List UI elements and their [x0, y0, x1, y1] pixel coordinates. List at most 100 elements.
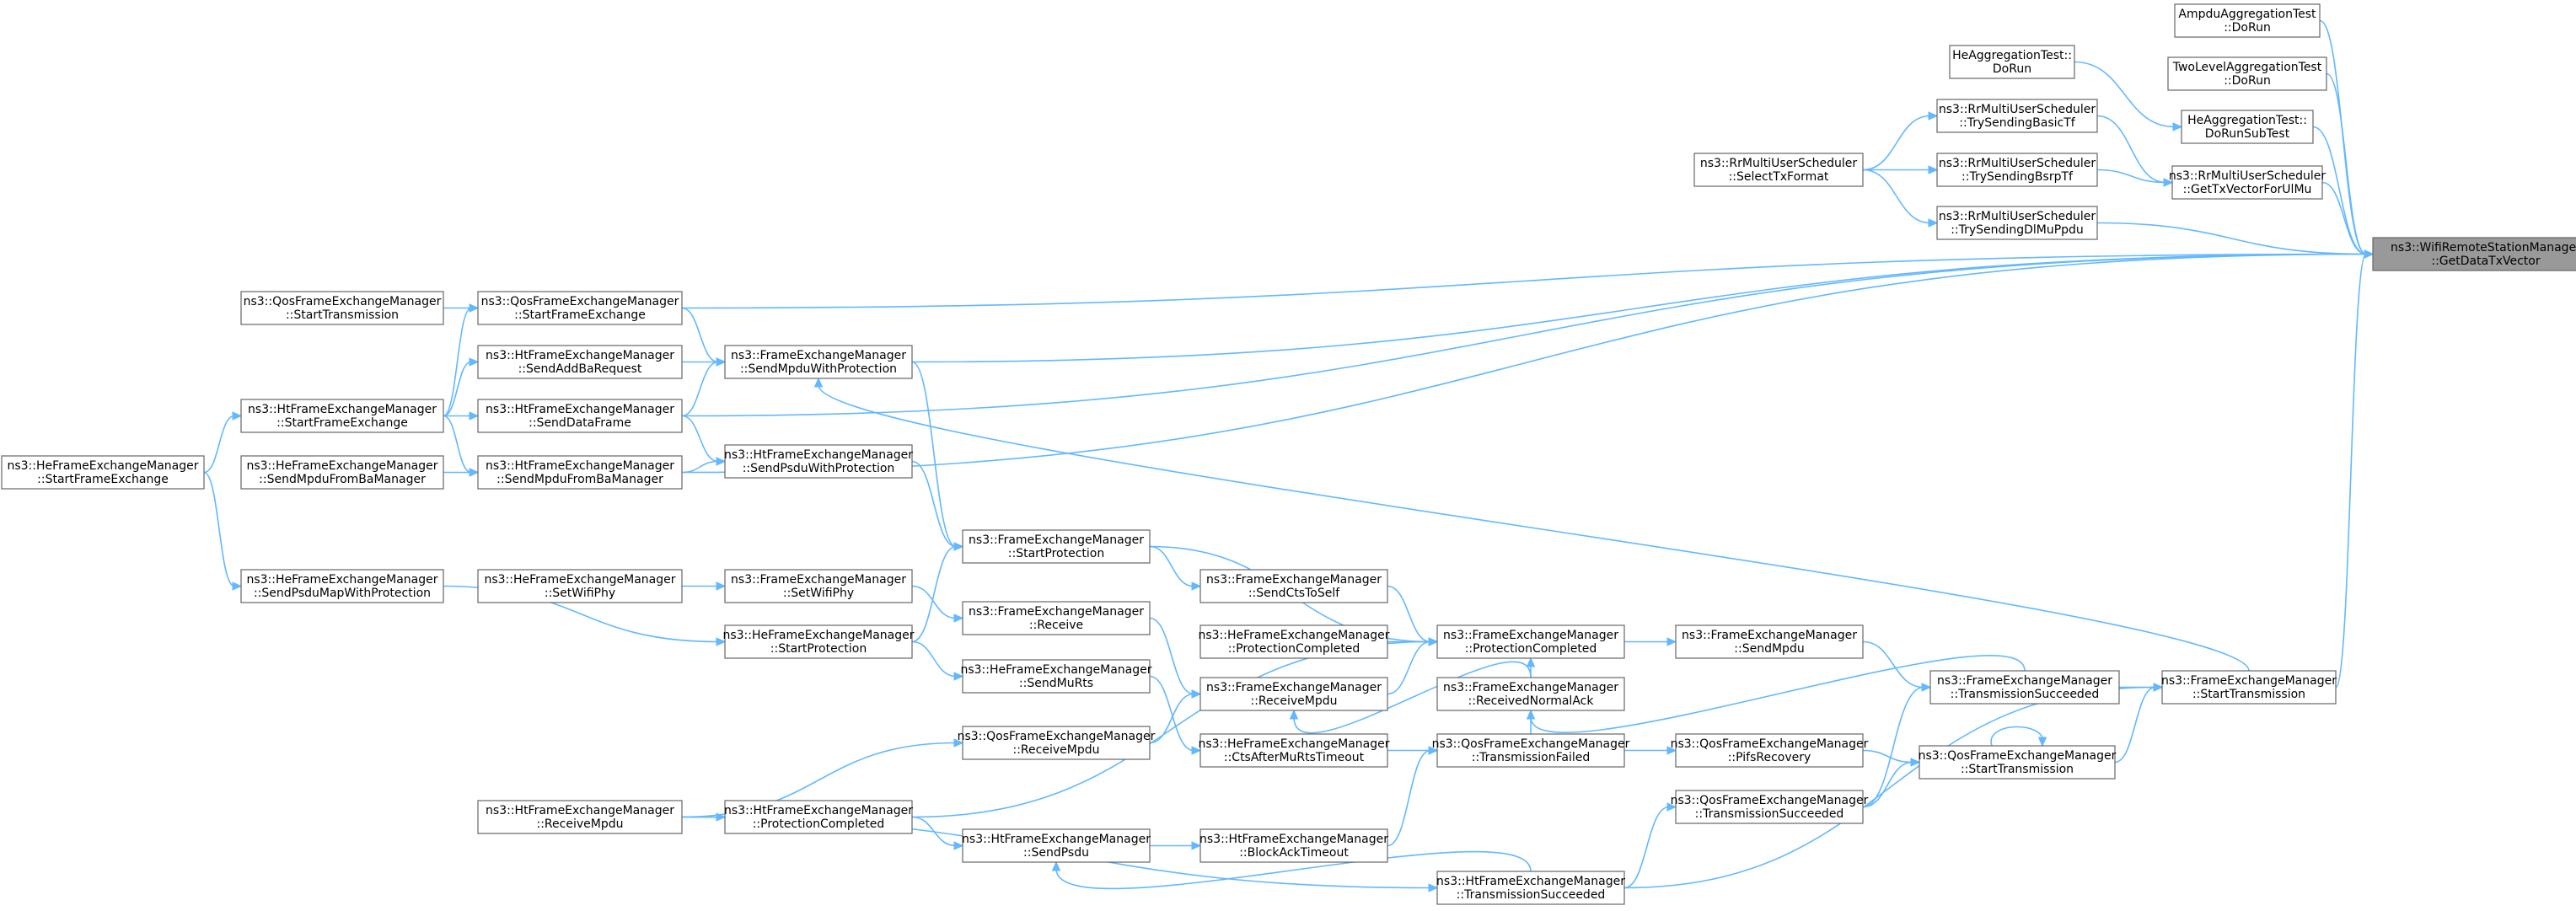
root-function-node[interactable]: ns3::WifiRemoteStationManager::GetDataTx…	[2372, 237, 2576, 271]
function-node[interactable]: ns3::FrameExchangeManager::ProtectionCom…	[1436, 624, 1625, 659]
call-edge	[1055, 850, 1532, 890]
function-node[interactable]: ns3::FrameExchangeManager::TransmissionS…	[1929, 670, 2120, 705]
node-label-class: ns3::HeFrameExchangeManager	[246, 573, 437, 587]
function-node[interactable]: ns3::HtFrameExchangeManager::SendDataFra…	[477, 399, 683, 433]
function-node[interactable]: ns3::QosFrameExchangeManager::StartFrame…	[477, 291, 683, 325]
function-node[interactable]: ns3::HtFrameExchangeManager::SendMpduFro…	[477, 455, 683, 490]
function-node[interactable]: ns3::FrameExchangeManager::SetWifiPhy	[724, 569, 913, 603]
function-node[interactable]: ns3::FrameExchangeManager::ReceiveMpdu	[1199, 677, 1388, 711]
node-label-method: ::GetTxVectorForUlMu	[2183, 183, 2312, 196]
node-label-method: ::ProtectionCompleted	[753, 817, 885, 831]
function-node[interactable]: ns3::HeFrameExchangeManager::StartProtec…	[722, 624, 915, 659]
function-node[interactable]: ns3::FrameExchangeManager::SendCtsToSelf	[1199, 569, 1388, 603]
function-node[interactable]: ns3::HtFrameExchangeManager::StartFrameE…	[240, 399, 444, 433]
call-edge-arrowhead	[1191, 581, 1202, 591]
function-node[interactable]: ns3::HtFrameExchangeManager::SendAddBaRe…	[477, 345, 683, 379]
function-node[interactable]: ns3::QosFrameExchangeManager::ReceiveMpd…	[958, 726, 1156, 760]
node-box	[240, 399, 444, 433]
node-label-class: HeAggregationTest::	[1952, 49, 2072, 62]
function-node[interactable]: ns3::QosFrameExchangeManager::Transmissi…	[1432, 733, 1630, 768]
function-node[interactable]: ns3::QosFrameExchangeManager::Transmissi…	[1671, 790, 1869, 824]
function-node[interactable]: ns3::QosFrameExchangeManager::StartTrans…	[240, 291, 444, 325]
function-node[interactable]: ns3::HeFrameExchangeManager::ProtectionC…	[1198, 624, 1390, 659]
call-edge	[2326, 72, 2367, 255]
function-node[interactable]: TwoLevelAggregationTest::DoRun	[2167, 56, 2327, 91]
function-node[interactable]: AmpduAggregationTest::DoRun	[2174, 3, 2321, 38]
function-node[interactable]: ns3::RrMultiUserScheduler::SelectTxForma…	[1693, 153, 1864, 187]
function-node[interactable]: ns3::HtFrameExchangeManager::Transmissio…	[1436, 871, 1625, 905]
call-edge	[2096, 222, 2367, 255]
node-label-class: ns3::HeFrameExchangeManager	[722, 629, 914, 642]
node-label-method: ::DoRun	[2224, 21, 2271, 35]
node-label-class: HeAggregationTest::	[2187, 114, 2307, 127]
call-edge	[2096, 169, 2166, 184]
node-label-method: ::PifsRecovery	[1728, 751, 1811, 764]
function-node[interactable]: ns3::HeFrameExchangeManager::CtsAfterMuR…	[1198, 733, 1390, 768]
call-edge	[2321, 181, 2367, 255]
node-box	[724, 345, 913, 379]
node-label-class: ns3::HeFrameExchangeManager	[960, 663, 1151, 677]
call-edge-arrowhead	[1526, 656, 1536, 667]
call-edge	[2074, 61, 2176, 128]
node-box	[1675, 790, 1864, 824]
node-label-class: ns3::HtFrameExchangeManager	[486, 403, 674, 416]
function-node[interactable]: ns3::FrameExchangeManager::SendMpduWithP…	[724, 345, 913, 379]
function-node[interactable]: ns3::FrameExchangeManager::SendMpdu	[1675, 624, 1864, 659]
node-label-class: ns3::HtFrameExchangeManager	[486, 804, 674, 817]
call-edge-arrowhead	[2037, 737, 2047, 748]
function-node[interactable]: HeAggregationTest::DoRun	[1949, 45, 2075, 79]
function-node[interactable]: ns3::FrameExchangeManager::StartProtecti…	[962, 529, 1151, 564]
function-node[interactable]: ns3::RrMultiUserScheduler::GetTxVectorFo…	[2169, 165, 2326, 200]
call-edge-arrowhead	[232, 581, 243, 591]
call-edge	[681, 253, 2367, 417]
node-label-class: ns3::HtFrameExchangeManager	[724, 448, 913, 462]
function-node[interactable]: ns3::HeFrameExchangeManager::SendPsduMap…	[240, 569, 444, 603]
function-node[interactable]: ns3::HeFrameExchangeManager::SendMuRts	[960, 659, 1152, 694]
node-label-method: ::SendDataFrame	[529, 416, 631, 430]
node-label-class: ns3::RrMultiUserScheduler	[1700, 157, 1857, 170]
node-label-method: ::StartFrameExchange	[514, 308, 646, 322]
node-label-method: ::GetDataTxVector	[2431, 255, 2541, 268]
call-edge	[911, 545, 957, 643]
node-label-class: ns3::FrameExchangeManager	[1206, 681, 1382, 694]
function-node[interactable]: ns3::HtFrameExchangeManager::ReceiveMpdu	[477, 800, 683, 834]
call-edge	[203, 471, 235, 587]
function-node[interactable]: ns3::HtFrameExchangeManager::ProtectionC…	[724, 800, 913, 834]
node-label-method: ::DoRun	[2224, 74, 2271, 88]
function-node[interactable]: ns3::RrMultiUserScheduler::TrySendingDlM…	[1936, 206, 2098, 240]
function-node[interactable]: ns3::RrMultiUserScheduler::TrySendingBas…	[1936, 99, 2098, 133]
node-label-method: DoRunSubTest	[2205, 127, 2290, 141]
function-node[interactable]: ns3::HeFrameExchangeManager::SetWifiPhy	[477, 569, 683, 603]
node-box	[724, 624, 913, 659]
function-node[interactable]: ns3::HtFrameExchangeManager::BlockAckTim…	[1199, 828, 1388, 863]
node-label-method: DoRun	[1993, 62, 2031, 76]
function-node[interactable]: HeAggregationTest::DoRunSubTest	[2181, 110, 2314, 144]
node-box	[1199, 677, 1388, 711]
function-node[interactable]: ns3::HtFrameExchangeManager::SendPsduWit…	[724, 444, 913, 479]
function-node[interactable]: ns3::HeFrameExchangeManager::StartFrameE…	[1, 455, 205, 490]
call-edge-arrowhead	[469, 411, 480, 421]
function-node[interactable]: ns3::HtFrameExchangeManager::SendPsdu	[962, 828, 1151, 863]
call-edge-arrowhead	[1928, 111, 1939, 121]
node-box	[1, 455, 205, 490]
node-box	[1199, 733, 1388, 768]
function-node[interactable]: ns3::QosFrameExchangeManager::PifsRecove…	[1671, 733, 1869, 768]
function-node[interactable]: ns3::FrameExchangeManager::Receive	[962, 601, 1151, 635]
node-label-method: ::SendPsduMapWithProtection	[254, 587, 431, 600]
function-node[interactable]: ns3::FrameExchangeManager::ReceivedNorma…	[1436, 677, 1625, 711]
node-label-class: ns3::HeFrameExchangeManager	[1198, 629, 1389, 642]
function-node[interactable]: ns3::RrMultiUserScheduler::TrySendingBsr…	[1936, 153, 2098, 187]
call-edge	[681, 460, 719, 474]
call-edge-arrowhead	[1428, 637, 1439, 646]
call-edge	[1387, 640, 1431, 695]
function-node[interactable]: ns3::HeFrameExchangeManager::SendMpduFro…	[240, 455, 444, 490]
function-node[interactable]: ns3::FrameExchangeManager::StartTransmis…	[2161, 670, 2337, 705]
function-node[interactable]: ns3::QosFrameExchangeManager::StartTrans…	[1919, 745, 2117, 780]
call-edge	[443, 361, 472, 417]
node-label-method: ::SendPsdu	[1023, 846, 1089, 860]
call-edge	[911, 585, 957, 619]
call-edge-arrowhead	[716, 637, 727, 646]
node-box	[962, 529, 1151, 564]
node-label-class: ns3::HeFrameExchangeManager	[246, 459, 437, 473]
